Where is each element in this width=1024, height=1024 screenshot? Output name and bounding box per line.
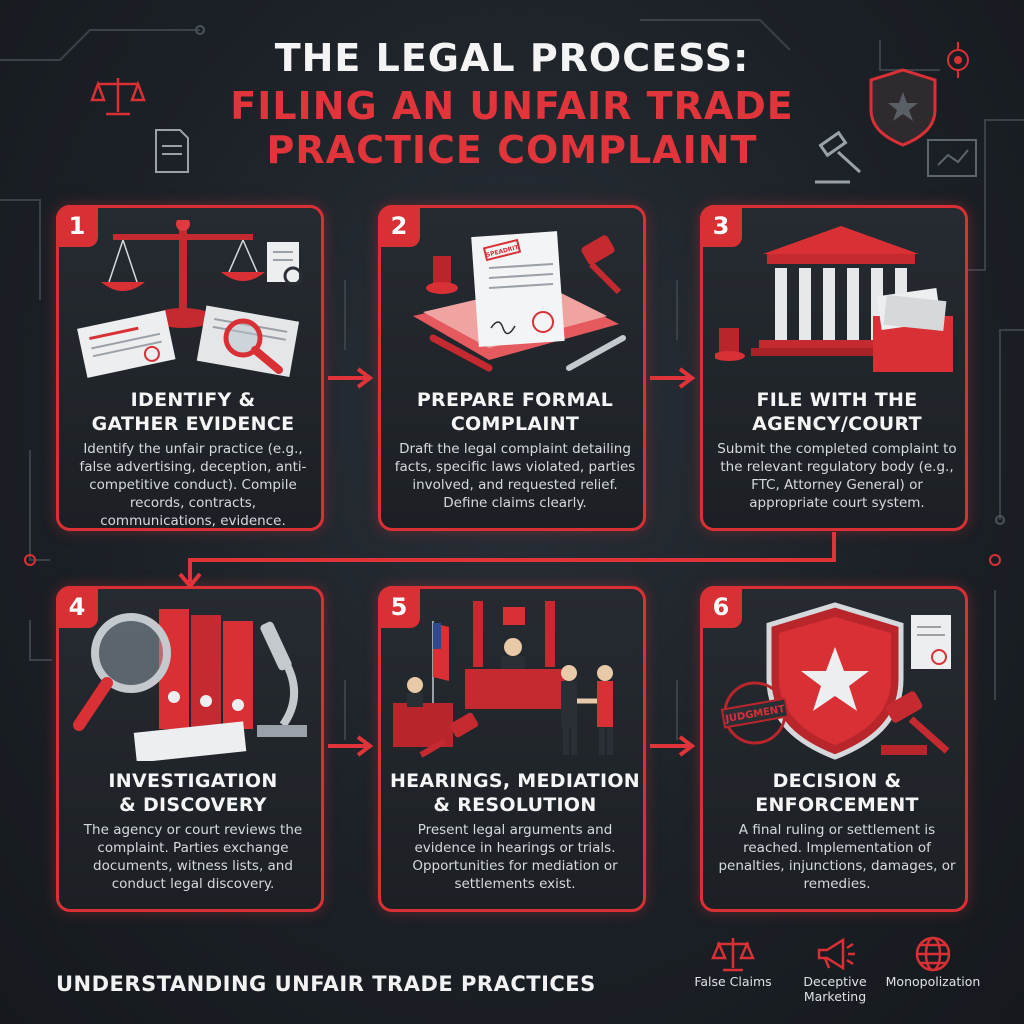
step-title: HEARINGS, MEDIATION & RESOLUTION <box>389 769 641 817</box>
step-title-line-1: FILE WITH THE <box>756 389 918 411</box>
page-title-line-1: THE LEGAL PROCESS: <box>274 36 750 80</box>
step-title: INVESTIGATION & DISCOVERY <box>67 769 319 817</box>
step-title-line-2: COMPLAINT <box>450 413 580 435</box>
step-title-line-1: INVESTIGATION <box>108 770 278 792</box>
step-title-line-2: AGENCY/COURT <box>752 413 922 435</box>
step-card-5: 5 HEARINGS, MEDIATION & RESOLUTION Prese… <box>378 586 646 912</box>
step-description: The agency or court reviews the complain… <box>83 822 303 892</box>
step-title-line-1: HEARINGS, MEDIATION <box>389 770 641 792</box>
step-description: A final ruling or settlement is reached.… <box>718 822 956 892</box>
step-number-badge: 2 <box>378 205 420 247</box>
step-title-line-1: IDENTIFY & <box>130 389 256 411</box>
step-title-line-2: & DISCOVERY <box>119 794 267 816</box>
arrow-right-icon <box>328 735 374 757</box>
step-title: DECISION & ENFORCEMENT <box>711 769 963 817</box>
scales-icon <box>90 78 146 116</box>
courtroom-icon <box>393 601 613 758</box>
footer-label-line-2: Marketing <box>803 989 867 1004</box>
scales-of-justice-icon <box>77 220 303 378</box>
page-title-line-2: FILING AN UNFAIR TRADE <box>230 84 794 128</box>
step-number-badge: 4 <box>56 586 98 628</box>
step-title: IDENTIFY & GATHER EVIDENCE <box>67 388 319 436</box>
footer-item-monopolization: Monopolization <box>878 934 988 989</box>
gavel-icon <box>815 130 862 184</box>
document-icon <box>155 129 189 173</box>
step-number-badge: 5 <box>378 586 420 628</box>
step-card-2: 2 SPEADRIT PREPARE FORMAL COMPLAINT Draf… <box>378 205 646 531</box>
arrow-right-icon <box>650 735 696 757</box>
globe-icon <box>915 936 951 972</box>
footer-label-line-1: Deceptive <box>803 974 867 989</box>
step-number-badge: 3 <box>700 205 742 247</box>
footer-item-deceptive-marketing: Deceptive Marketing <box>780 934 890 1004</box>
step-number-badge: 6 <box>700 586 742 628</box>
step-card-1: 1 IDENTIFY & GATHER EVIDENC <box>56 205 324 531</box>
step-description: Identify the unfair practice (e.g., fals… <box>79 441 307 529</box>
step-description: Draft the legal complaint detailing fact… <box>394 441 636 511</box>
shield-enforcement-icon: JUDGMENT <box>720 602 951 760</box>
step-card-4: 4 INVESTIGATION & DISCOVERY The agency o… <box>56 586 324 912</box>
investigation-binders-icon <box>73 609 307 761</box>
footer-title: UNDERSTANDING UNFAIR TRADE PRACTICES <box>56 972 596 996</box>
megaphone-icon <box>817 937 855 971</box>
monitor-icon <box>927 139 977 177</box>
step-title: PREPARE FORMAL COMPLAINT <box>389 388 641 436</box>
arrow-right-icon <box>328 367 374 389</box>
step-number-badge: 1 <box>56 205 98 247</box>
footer-item-false-claims: False Claims <box>678 934 788 989</box>
step-card-3: 3 FILE WITH THE AGENCY/COURT Submit the … <box>700 205 968 531</box>
step-description: Present legal arguments and evidence in … <box>412 822 618 892</box>
footer-label: False Claims <box>694 974 772 989</box>
page-title-line-3: PRACTICE COMPLAINT <box>266 128 758 172</box>
target-icon <box>947 42 969 78</box>
step-description: Submit the completed complaint to the re… <box>717 441 957 511</box>
arrow-right-icon <box>650 367 696 389</box>
courthouse-icon <box>715 226 953 372</box>
step-title-line-1: PREPARE FORMAL <box>416 389 614 411</box>
step-card-6: 6 JUDGMENT DECISION & ENFORCEMENT A fina… <box>700 586 968 912</box>
arrow-connector-icon <box>178 532 836 590</box>
step-title-line-1: DECISION & <box>772 770 902 792</box>
shield-icon <box>869 68 937 147</box>
complaint-document-icon: SPEADRIT <box>413 231 626 372</box>
step-title-line-2: ENFORCEMENT <box>755 794 919 816</box>
step-title-line-2: & RESOLUTION <box>433 794 597 816</box>
scales-icon <box>711 938 755 972</box>
step-title-line-2: GATHER EVIDENCE <box>91 413 295 435</box>
footer-label: Monopolization <box>885 974 981 989</box>
step-title: FILE WITH THE AGENCY/COURT <box>711 388 963 436</box>
